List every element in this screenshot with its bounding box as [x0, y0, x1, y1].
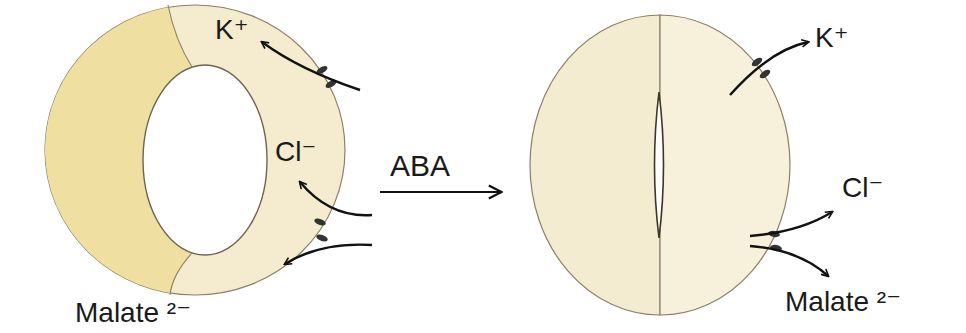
stomatal-pore — [655, 92, 664, 238]
ion-label: K⁺ — [215, 14, 248, 46]
ion-channel — [315, 233, 328, 243]
influx-arrow — [300, 182, 372, 215]
ion-label: Malate ²⁻ — [785, 286, 901, 318]
open-stoma — [0, 0, 372, 300]
guard-cell — [530, 15, 660, 315]
ion-channel — [758, 68, 771, 80]
efflux-arrow — [750, 212, 832, 236]
influx-arrow — [285, 245, 372, 264]
ion-label: Cl⁻ — [842, 172, 883, 204]
stomatal-pore — [143, 65, 267, 255]
influx-arrow — [262, 42, 360, 90]
efflux-arrow — [730, 42, 808, 95]
efflux-arrow — [750, 246, 828, 276]
cell-seam — [170, 253, 192, 295]
ion-label: K⁺ — [815, 22, 848, 54]
transition-arrow — [380, 191, 500, 193]
ion-channel — [313, 217, 326, 227]
closed-stoma — [530, 15, 832, 315]
cell-seam — [168, 5, 192, 67]
ion-label: Malate ²⁻ — [75, 297, 191, 329]
hormone-label: ABA — [390, 150, 450, 182]
ion-label: Cl⁻ — [275, 136, 316, 168]
